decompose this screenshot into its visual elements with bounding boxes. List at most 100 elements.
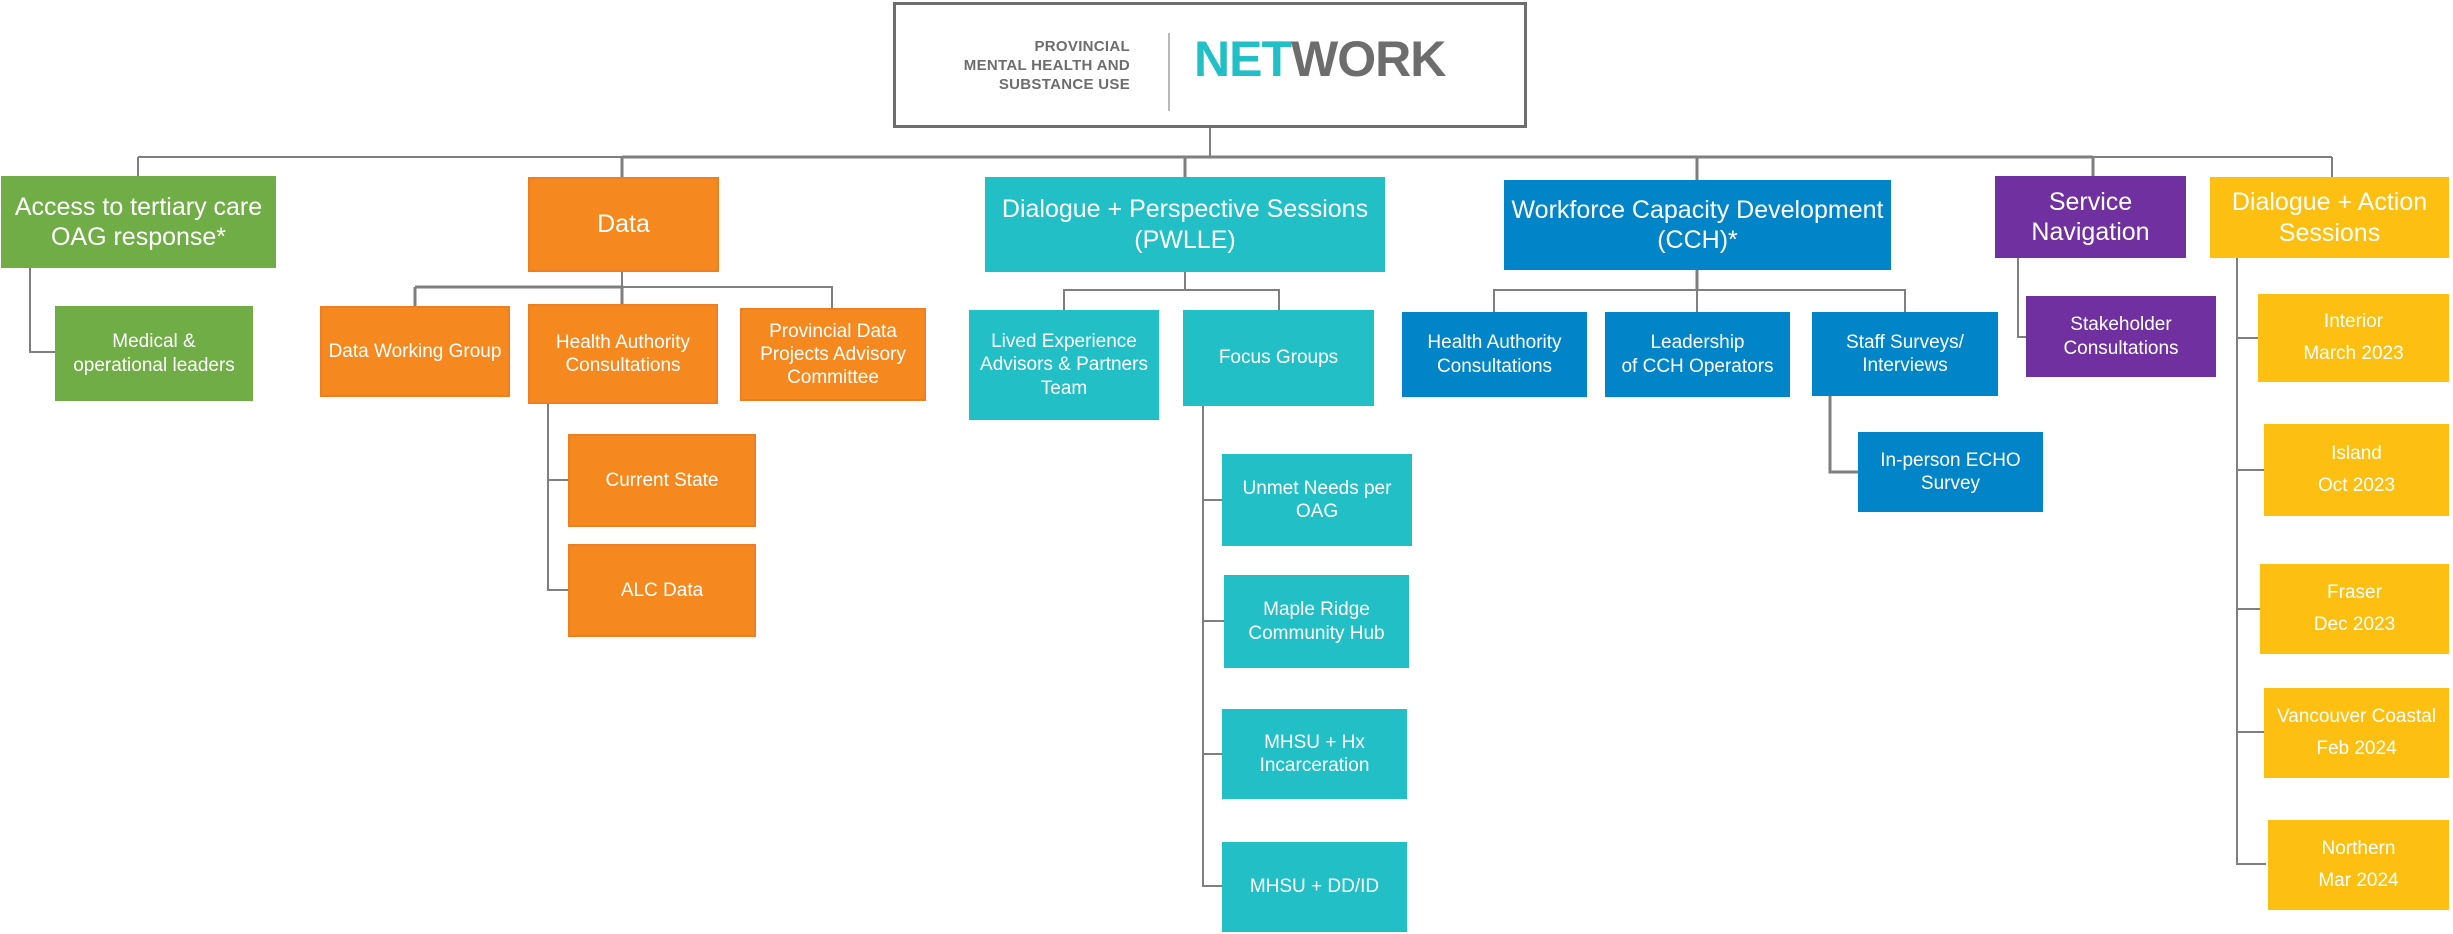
interior-session-box: Interior March 2023 (2258, 294, 2449, 382)
box-line: Maple Ridge (1263, 599, 1370, 621)
box-line: OAG response* (50, 223, 227, 251)
box-line: MHSU + Hx (1264, 731, 1365, 753)
access-tertiary-care-box: Access to tertiary care OAG response* (1, 176, 276, 268)
focus-groups-box: Focus Groups (1183, 310, 1374, 406)
echo-survey-box: In-person ECHO Survey (1858, 432, 2043, 512)
box-line: Lived Experience (991, 331, 1137, 353)
box-line: Community Hub (1248, 622, 1385, 644)
connector-access-children (29, 268, 55, 353)
box-line: Data (597, 210, 650, 239)
box-line: March 2023 (2303, 343, 2404, 364)
logo-divider (1168, 33, 1170, 111)
box-line: Unmet Needs per (1242, 477, 1392, 499)
box-line: Northern (2321, 837, 2396, 859)
box-line: Dec 2023 (2313, 614, 2396, 635)
connector-data-provincial (622, 286, 833, 308)
box-line: Consultations (2063, 337, 2179, 359)
logo-word-work: WORK (1291, 31, 1446, 87)
box-line: Medical & (112, 331, 196, 353)
box-line: Committee (787, 367, 879, 389)
provincial-data-committee-box: Provincial Data Projects Advisory Commit… (740, 308, 926, 401)
box-line: of CCH Operators (1621, 355, 1774, 377)
box-line: Provincial Data (769, 320, 897, 342)
box-line: Advisors & Partners (980, 354, 1148, 376)
mhsu-dd-id-box: MHSU + DD/ID (1222, 842, 1407, 932)
box-line: Health Authority (555, 331, 691, 353)
box-line: Incarceration (1259, 755, 1370, 776)
box-line: In-person ECHO (1880, 449, 2021, 471)
mhsu-hx-incarceration-box: MHSU + Hx Incarceration (1222, 709, 1407, 799)
lived-experience-box: Lived Experience Advisors & Partners Tea… (969, 310, 1159, 420)
box-line: Current State (605, 469, 719, 491)
box-line: MHSU + DD/ID (1249, 876, 1380, 898)
box-line: Service (2048, 187, 2133, 216)
box-line: (PWLLE) (1134, 225, 1236, 254)
logo-subtitle-line: SUBSTANCE USE (998, 76, 1130, 93)
box-line: Island (2331, 442, 2382, 464)
connector-data-ha-children (547, 404, 568, 591)
wf-ha-consultations-box: Health Authority Consultations (1402, 312, 1587, 397)
box-line: Interior (2323, 310, 2384, 332)
box-line: Sessions (2278, 218, 2381, 247)
workforce-capacity-box: Workforce Capacity Development (CCH)* (1504, 180, 1891, 270)
connector-workforce-split (1493, 289, 1906, 312)
logo-wordmark: NETWORK (1194, 31, 1446, 87)
box-line: Consultations (1436, 355, 1553, 377)
box-line: Focus Groups (1218, 347, 1339, 369)
box-line: Mar 2024 (2318, 870, 2399, 891)
box-line: Team (1040, 377, 1088, 399)
box-line: ALC Data (620, 579, 704, 601)
connector-focus-children (1202, 406, 1222, 887)
service-navigation-box: Service Navigation (1995, 176, 2186, 258)
data-working-group-box: Data Working Group (320, 306, 510, 397)
leadership-cch-box: Leadership of CCH Operators (1605, 312, 1790, 397)
alc-data-box: ALC Data (568, 544, 756, 637)
connector-action-children (2236, 258, 2266, 865)
northern-session-box: Northern Mar 2024 (2268, 820, 2449, 910)
box-line: Data Working Group (328, 340, 502, 362)
fraser-session-box: Fraser Dec 2023 (2260, 564, 2449, 654)
staff-surveys-box: Staff Surveys/ Interviews (1812, 312, 1998, 396)
logo-subtitle: PROVINCIAL MENTAL HEALTH AND SUBSTANCE U… (964, 37, 1130, 94)
vancouver-coastal-session-box: Vancouver Coastal Feb 2024 (2264, 688, 2449, 778)
dialogue-action-box: Dialogue + Action Sessions (2210, 177, 2449, 258)
connector-staff-echo (1828, 396, 1858, 474)
box-line: Stakeholder (2070, 314, 2172, 336)
box-line: Vancouver Coastal (2276, 705, 2437, 727)
stakeholder-consultations-box: Stakeholder Consultations (2026, 296, 2216, 377)
connector-service-children (2017, 258, 2026, 338)
box-line: Survey (1920, 473, 1981, 494)
box-line: Feb 2024 (2316, 738, 2397, 759)
box-line: Workforce Capacity Development (1511, 195, 1884, 224)
box-line: Dialogue + Perspective Sessions (1001, 195, 1369, 223)
box-line: Dialogue + Action (2231, 188, 2428, 216)
box-line: Fraser (2327, 581, 2382, 603)
unmet-needs-box: Unmet Needs per OAG (1222, 454, 1412, 546)
data-box: Data (528, 177, 719, 272)
maple-ridge-box: Maple Ridge Community Hub (1224, 575, 1409, 668)
box-line: Navigation (2031, 218, 2150, 246)
box-line: Health Authority (1427, 332, 1562, 354)
box-line: operational leaders (73, 354, 235, 376)
box-line: OAG (1295, 501, 1339, 522)
box-line: Oct 2023 (2317, 475, 2396, 496)
connector-data-children-thick (415, 285, 624, 304)
box-line: Access to tertiary care (14, 192, 263, 221)
box-line: (CCH)* (1657, 226, 1738, 254)
connector-dialogue-split (1063, 289, 1280, 310)
logo-word-net: NET (1194, 31, 1292, 87)
box-line: Projects Advisory (760, 343, 906, 365)
dialogue-perspective-box: Dialogue + Perspective Sessions (PWLLE) (985, 177, 1385, 272)
logo-subtitle-line: PROVINCIAL (1034, 38, 1130, 55)
box-line: Interviews (1862, 355, 1948, 376)
box-line: Leadership (1650, 332, 1745, 354)
logo-subtitle-line: MENTAL HEALTH AND (963, 57, 1130, 74)
box-line: Staff Surveys/ (1846, 331, 1964, 353)
network-logo: PROVINCIAL MENTAL HEALTH AND SUBSTANCE U… (893, 2, 1527, 128)
box-line: Consultations (565, 355, 681, 376)
data-ha-consultations-box: Health Authority Consultations (528, 304, 718, 404)
medical-operational-leaders-box: Medical & operational leaders (55, 306, 253, 401)
island-session-box: Island Oct 2023 (2264, 424, 2449, 516)
current-state-box: Current State (568, 434, 756, 527)
